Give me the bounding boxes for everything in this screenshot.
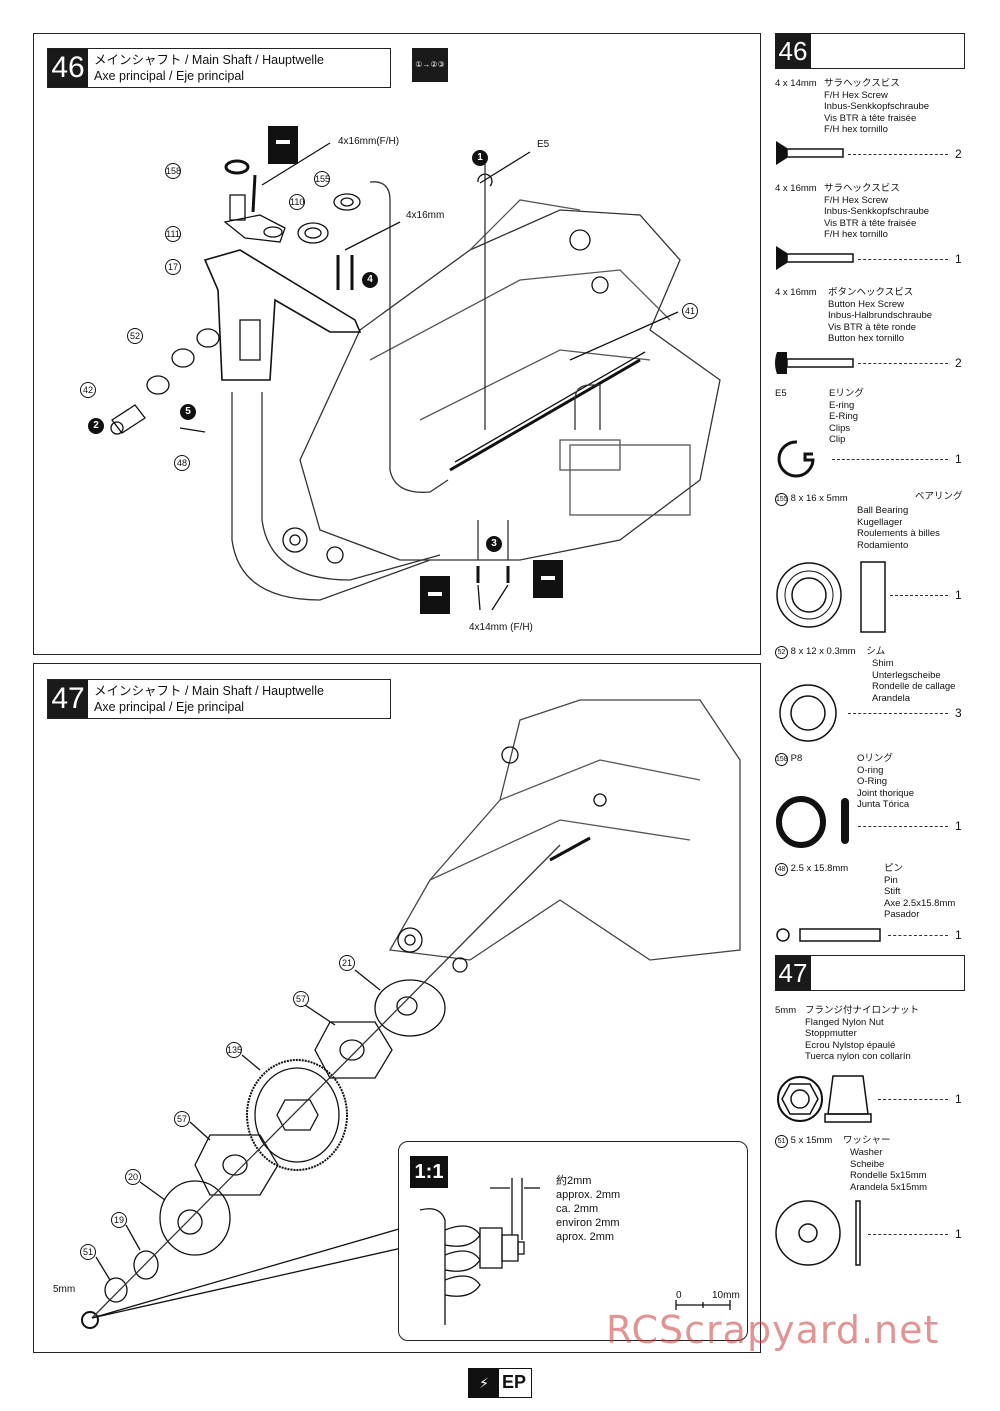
callout-21: 21 xyxy=(339,955,355,971)
step-marker-1: 1 xyxy=(472,150,488,166)
step-46-number: 46 xyxy=(48,49,88,87)
callout-17: 17 xyxy=(165,259,181,275)
part-o-ring: 158 P8 Oリング O-ring O-Ring Joint thorique… xyxy=(775,753,915,810)
o-ring-icon xyxy=(776,796,849,848)
side-47-number: 47 xyxy=(775,955,811,991)
assembly-order-icon: ①→②③ xyxy=(412,48,448,82)
qty-shim: 3 xyxy=(955,706,962,720)
step-46-panel xyxy=(33,33,761,655)
callout-135: 135 xyxy=(226,1042,242,1058)
gap-spec-line-fr: environ 2mm xyxy=(556,1217,620,1229)
step-marker-3: 3 xyxy=(486,536,502,552)
pin-icon xyxy=(776,928,881,942)
step-marker-4: 4 xyxy=(362,272,378,288)
qty-flanged-nylon-nut: 1 xyxy=(955,1092,962,1106)
qty-o-ring: 1 xyxy=(955,819,962,833)
callout-155: 155 xyxy=(314,171,330,187)
part-shim: 52 8 x 12 x 0.3mm シム Shim Unterlegscheib… xyxy=(775,646,965,706)
qty-fh-screw-4x14: 2 xyxy=(955,147,962,161)
flanged-nut-icon xyxy=(777,1075,872,1123)
part-flanged-nylon-nut: 5mm フランジ付ナイロンナット Flanged Nylon Nut Stopp… xyxy=(775,1005,920,1062)
step-47-illustration xyxy=(81,699,741,1329)
label-4x16-fh: 4x16mm(F/H) xyxy=(338,136,400,147)
callout-57-bottom: 57 xyxy=(174,1111,190,1127)
step-46-header: 46 メインシャフト / Main Shaft / Hauptwelle Axe… xyxy=(47,48,391,88)
step-47-header: 47 メインシャフト / Main Shaft / Hauptwelle Axe… xyxy=(47,679,391,719)
button-screw-icon xyxy=(775,352,854,374)
callout-20: 20 xyxy=(125,1169,141,1185)
step-46-title-line1: メインシャフト / Main Shaft / Hauptwelle xyxy=(94,53,324,67)
nut-size-label: 5mm xyxy=(53,1284,76,1295)
qty-fh-screw-4x16: 1 xyxy=(955,252,962,266)
qty-e-ring: 1 xyxy=(955,452,962,466)
step-marker-5: 5 xyxy=(180,404,196,420)
callout-52: 52 xyxy=(127,328,143,344)
part-washer: 51 5 x 15mm ワッシャー Washer Scheibe Rondell… xyxy=(775,1135,965,1195)
gap-spec-line-de: ca. 2mm xyxy=(556,1203,599,1215)
gap-spec: 約2mm approx. 2mm ca. 2mm environ 2mm apr… xyxy=(556,1174,620,1244)
step-47-title-line2: Axe principal / Eje principal xyxy=(94,700,245,714)
step-47-number: 47 xyxy=(48,680,88,718)
callout-19: 19 xyxy=(111,1212,127,1228)
qty-washer: 1 xyxy=(955,1227,962,1241)
label-e5: E5 xyxy=(537,139,550,150)
part-fh-screw-4x14: 4 x 14mm サラヘックスビス F/H Hex Screw Inbus-Se… xyxy=(775,78,930,135)
callout-110: 110 xyxy=(289,194,305,210)
fh-screw-icon xyxy=(776,141,844,165)
ruler-start: 0 xyxy=(676,1290,682,1301)
ep-badge: ⚡ EP xyxy=(468,1368,532,1398)
step-marker-2: 2 xyxy=(88,418,104,434)
callout-57-top: 57 xyxy=(293,991,309,1007)
ep-icon: ⚡ xyxy=(469,1369,499,1397)
scale-badge: 1:1 xyxy=(410,1156,448,1188)
label-4x14-fh: 4x14mm (F/H) xyxy=(469,622,533,633)
step-46-illustration xyxy=(110,126,721,614)
callout-42: 42 xyxy=(80,382,96,398)
callout-41: 41 xyxy=(682,303,698,319)
watermark: RCScrapyard.net xyxy=(606,1308,940,1352)
qty-pin: 1 xyxy=(955,928,962,942)
ball-bearing-icon xyxy=(776,561,886,633)
label-4x16: 4x16mm xyxy=(406,210,445,221)
step-46-title-line2: Axe principal / Eje principal xyxy=(94,69,245,83)
gap-spec-line-es: aprox. 2mm xyxy=(556,1231,615,1243)
callout-48: 48 xyxy=(174,455,190,471)
part-pin: 48 2.5 x 15.8mm ピン Pin Stift Axe 2.5x15.… xyxy=(775,863,965,923)
part-e-ring: E5 Eリング E-ring E-Ring Clips Clip xyxy=(775,388,864,445)
ep-label: EP xyxy=(502,1372,527,1392)
detail-illustration xyxy=(419,1178,731,1325)
e-ring-icon xyxy=(777,440,815,478)
qty-button-screw-4x16: 2 xyxy=(955,356,962,370)
part-ball-bearing: 155 8 x 16 x 5mm ベアリング Ball Bearing Kuge… xyxy=(775,491,963,551)
qty-ball-bearing: 1 xyxy=(955,588,962,602)
part-button-screw-4x16: 4 x 16mm ボタンヘックスビス Button Hex Screw Inbu… xyxy=(775,287,933,344)
part-fh-screw-4x16: 4 x 16mm サラヘックスビス F/H Hex Screw Inbus-Se… xyxy=(775,183,930,240)
gap-spec-line-ja: 約2mm xyxy=(556,1175,592,1187)
callout-51: 51 xyxy=(80,1244,96,1260)
callout-111: 111 xyxy=(165,226,181,242)
step-47-title-line1: メインシャフト / Main Shaft / Hauptwelle xyxy=(94,684,324,698)
ruler-end: 10mm xyxy=(712,1290,740,1301)
fh-screw-long-icon xyxy=(776,246,854,270)
side-46-number: 46 xyxy=(775,33,811,69)
callout-158: 158 xyxy=(165,163,181,179)
detail-box xyxy=(398,1141,748,1341)
shim-icon xyxy=(779,684,837,742)
gap-spec-line-en: approx. 2mm xyxy=(556,1189,621,1201)
washer-icon xyxy=(775,1200,861,1266)
